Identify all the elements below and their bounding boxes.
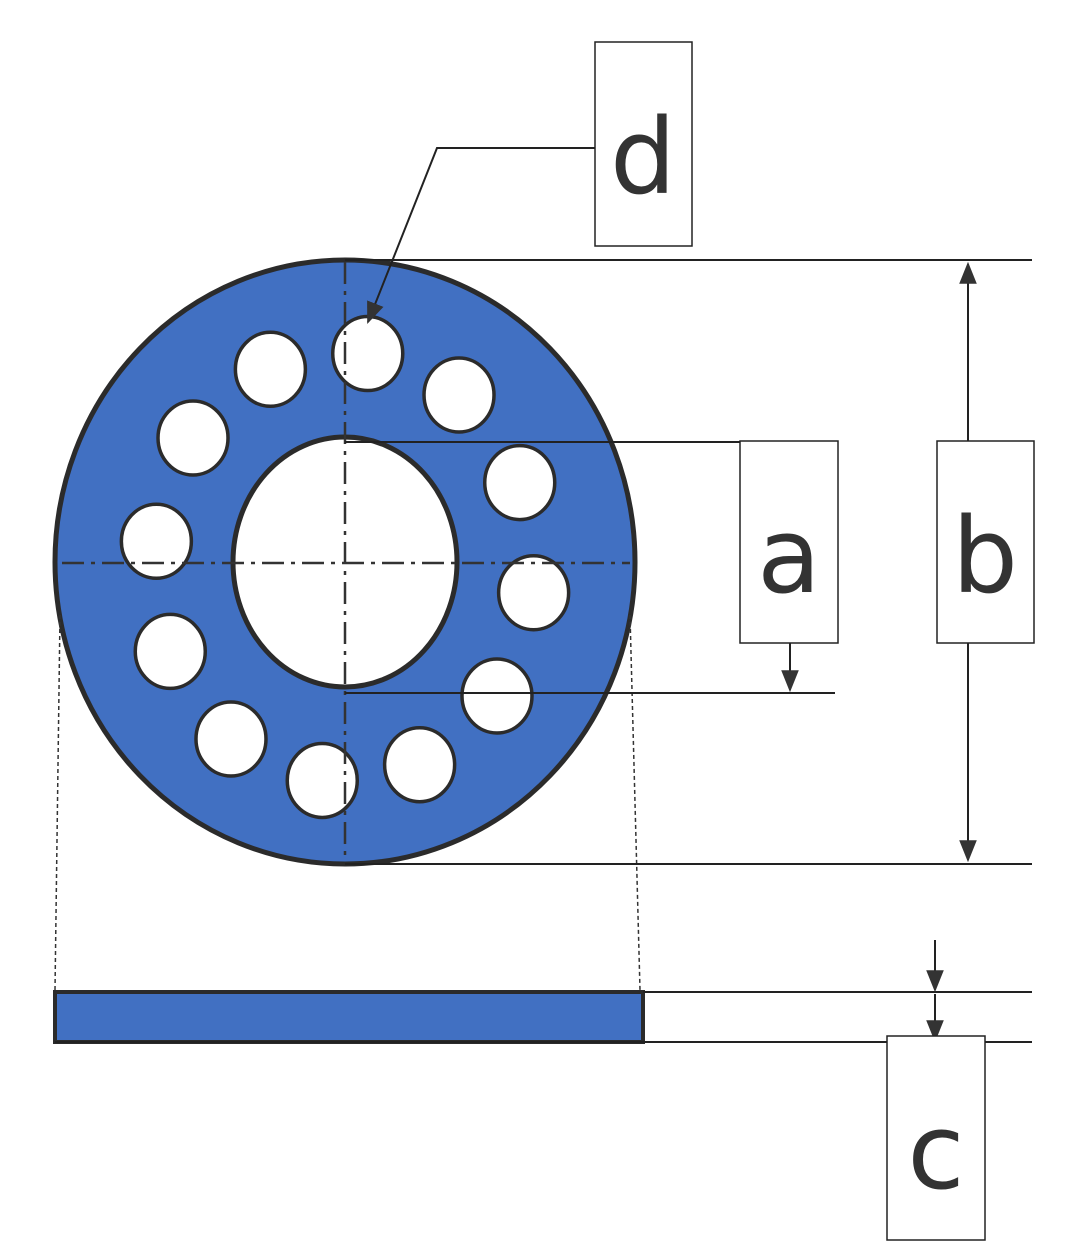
flange-side-view [53, 990, 645, 1044]
label-d: d [610, 96, 676, 218]
bolt-hole [496, 553, 571, 632]
bolt-hole [156, 399, 230, 477]
dimension-lines [55, 147, 1032, 1050]
bolt-hole [119, 502, 194, 581]
bolt-hole [482, 443, 557, 522]
label-b: b [952, 495, 1018, 617]
label-a: a [757, 495, 821, 617]
label-c-box: c [886, 1035, 986, 1241]
projection-line-right [629, 614, 641, 991]
label-b-box: b [936, 440, 1035, 644]
bolt-hole [382, 725, 457, 804]
label-d-box: d [594, 41, 693, 247]
bolt-hole [233, 330, 308, 409]
bolt-hole [460, 657, 534, 735]
label-c: c [907, 1091, 964, 1213]
bolt-hole [330, 314, 405, 393]
bolt-holes [119, 314, 571, 820]
bolt-hole [285, 741, 360, 820]
bolt-hole [422, 356, 496, 434]
bolt-hole [133, 612, 208, 691]
bolt-hole [194, 700, 268, 778]
flange-top-view [52, 257, 638, 867]
label-a-box: a [739, 440, 839, 644]
projection-line-left [54, 614, 61, 991]
